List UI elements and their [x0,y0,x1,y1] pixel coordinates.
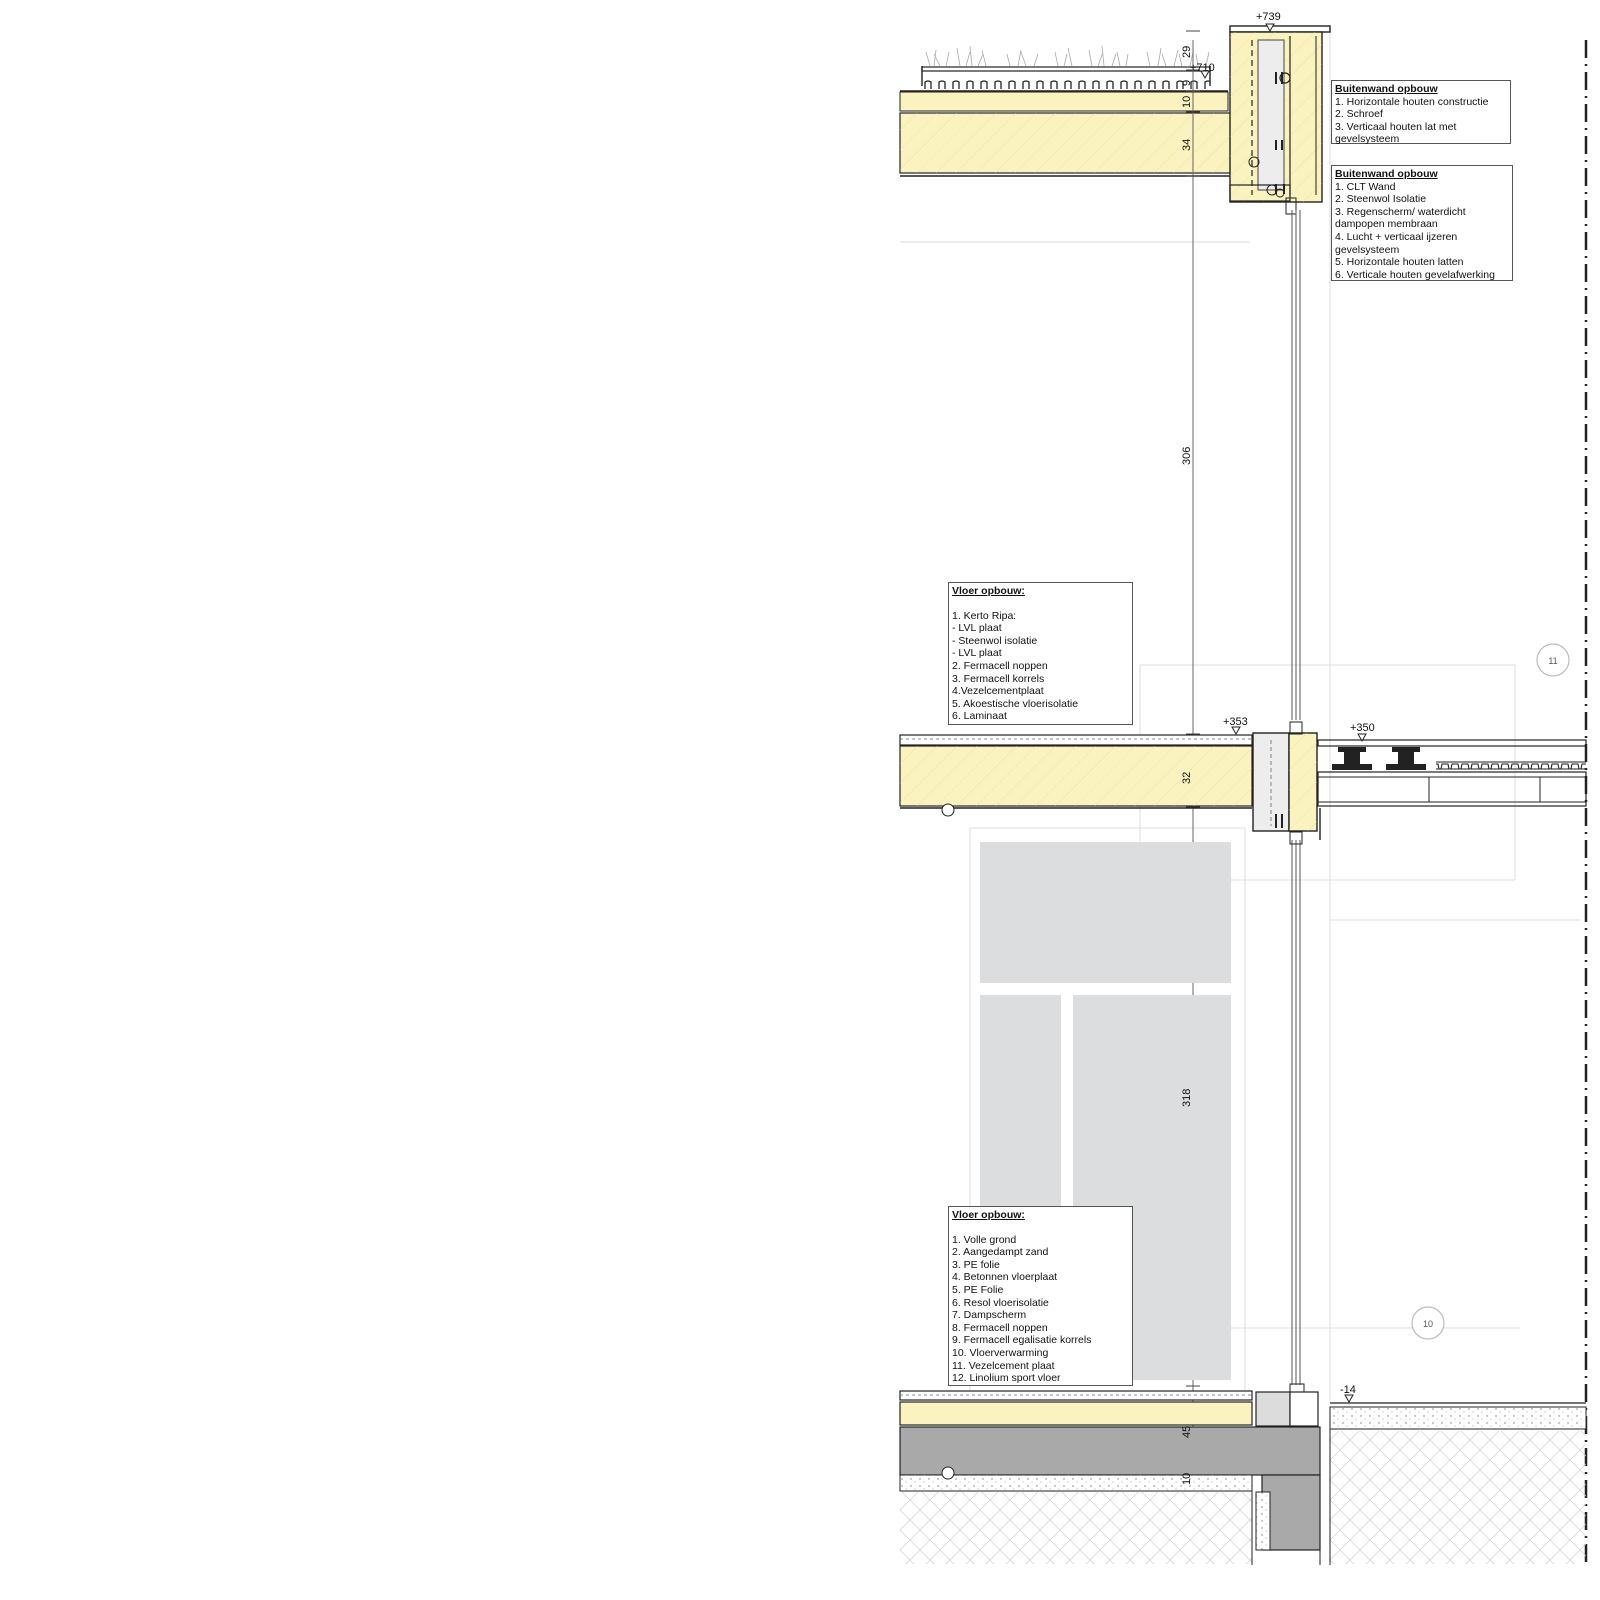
note-buitenwand-a: Buitenwand opbouw 1. Horizontale houten … [1331,80,1511,146]
note-item: 1. CLT Wand [1335,180,1396,193]
glazing [1291,210,1301,1385]
note-item: 5. Horizontale houten latten [1335,256,1464,269]
note-item: 11. Vezelcement plaat [952,1359,1055,1372]
level-label-terrace: +350 [1350,722,1375,734]
note-item: 6. Verticale houten gevelafwerking [1335,268,1495,281]
note-item: 2. Fermacell noppen [952,659,1048,672]
level-markers [1200,23,1367,1404]
note-item: 2. Aangedampt zand [952,1246,1049,1259]
note-buitenwand-b: Buitenwand opbouw 1. CLT Wand 2. Steenwo… [1331,165,1513,281]
note-item: dampopen membraan [1335,218,1438,231]
note-vloer-first-floor: Vloer opbouw: 1. Kerto Ripa: - LVL plaat… [948,582,1133,725]
note-item: - LVL plaat [952,622,1002,635]
note-item: 7. Dampscherm [952,1309,1027,1322]
dim-10b: 10 [1181,1473,1193,1485]
grid-marker-10: 10 [1423,1319,1433,1329]
dim-306: 306 [1181,447,1193,465]
level-label-top: +739 [1256,11,1281,23]
note-item: 2. Steenwol Isolatie [1335,193,1427,206]
dim-29: 29 [1181,46,1193,58]
note-item: gevelsysteem [1335,243,1400,256]
note-item: 1. Horizontale houten constructie [1335,95,1489,108]
note-item: 4. Lucht + verticaal ijzeren [1335,230,1458,243]
note-title: Buitenwand opbouw [1335,83,1438,95]
level-labels: +739 +710 +353 +350 -14 [1190,11,1375,1396]
dim-9: 9 [1181,80,1193,86]
grid-marker-11: 11 [1548,656,1557,666]
note-item: 3. Fermacell korrels [952,672,1045,685]
note-item: 2. Schroef [1335,108,1383,121]
note-item: 12. Linolium sport vloer [952,1372,1061,1385]
note-title: Buitenwand opbouw [1335,168,1438,180]
grid-marker-circles [1411,643,1570,1340]
dim-45: 45 [1181,1426,1193,1438]
note-item: 1. Kerto Ripa: [952,609,1017,622]
note-item: 4.Vezelcementplaat [952,685,1044,698]
note-item: 3. Regenscherm/ waterdicht [1335,205,1466,218]
note-vloer-ground-floor: Vloer opbouw: 1. Volle grond 2. Aangedam… [948,1206,1133,1386]
note-item: 3. Verticaal houten lat met [1335,120,1457,133]
note-item: - LVL plaat [952,647,1002,660]
dimension-labels: 29 9 10 34 306 32 318 45 10 [1181,46,1193,1485]
note-item: 10. Vloerverwarming [952,1346,1049,1359]
note-title: Vloer opbouw: [952,585,1025,597]
first-floor-wall-node [1252,721,1321,845]
terrace-build-up [1317,739,1587,807]
dim-34: 34 [1181,139,1193,151]
level-label-floor1: +353 [1223,716,1248,728]
parapet-detail [1229,25,1331,215]
grid-marker-labels: 11 10 [1423,656,1558,1329]
note-item: 4. Betonnen vloerplaat [952,1271,1058,1284]
note-item: 1. Volle grond [952,1233,1017,1246]
dim-10: 10 [1181,96,1193,108]
note-item: 3. PE folie [952,1258,1000,1271]
note-item: gevelsysteem [1335,133,1400,146]
note-item: 8. Fermacell noppen [952,1321,1048,1334]
green-roof-plants [925,45,1210,67]
level-label-ground-outside: -14 [1340,1384,1356,1396]
note-item: 5. PE Folie [952,1283,1004,1296]
note-item: 6. Laminaat [952,710,1007,723]
note-item: 6. Resol vloerisolatie [952,1296,1049,1309]
note-item: - Steenwol isolatie [952,634,1038,647]
level-label-roof: +710 [1190,62,1215,74]
note-item: 9. Fermacell egalisatie korrels [952,1334,1092,1347]
dim-318: 318 [1181,1089,1193,1107]
note-item: 5. Akoestische vloerisolatie [952,697,1079,710]
dim-32: 32 [1181,772,1193,784]
ground-floor-build-up [899,1383,1587,1565]
note-title: Vloer opbouw: [952,1209,1025,1221]
first-floor-build-up [899,734,1253,817]
